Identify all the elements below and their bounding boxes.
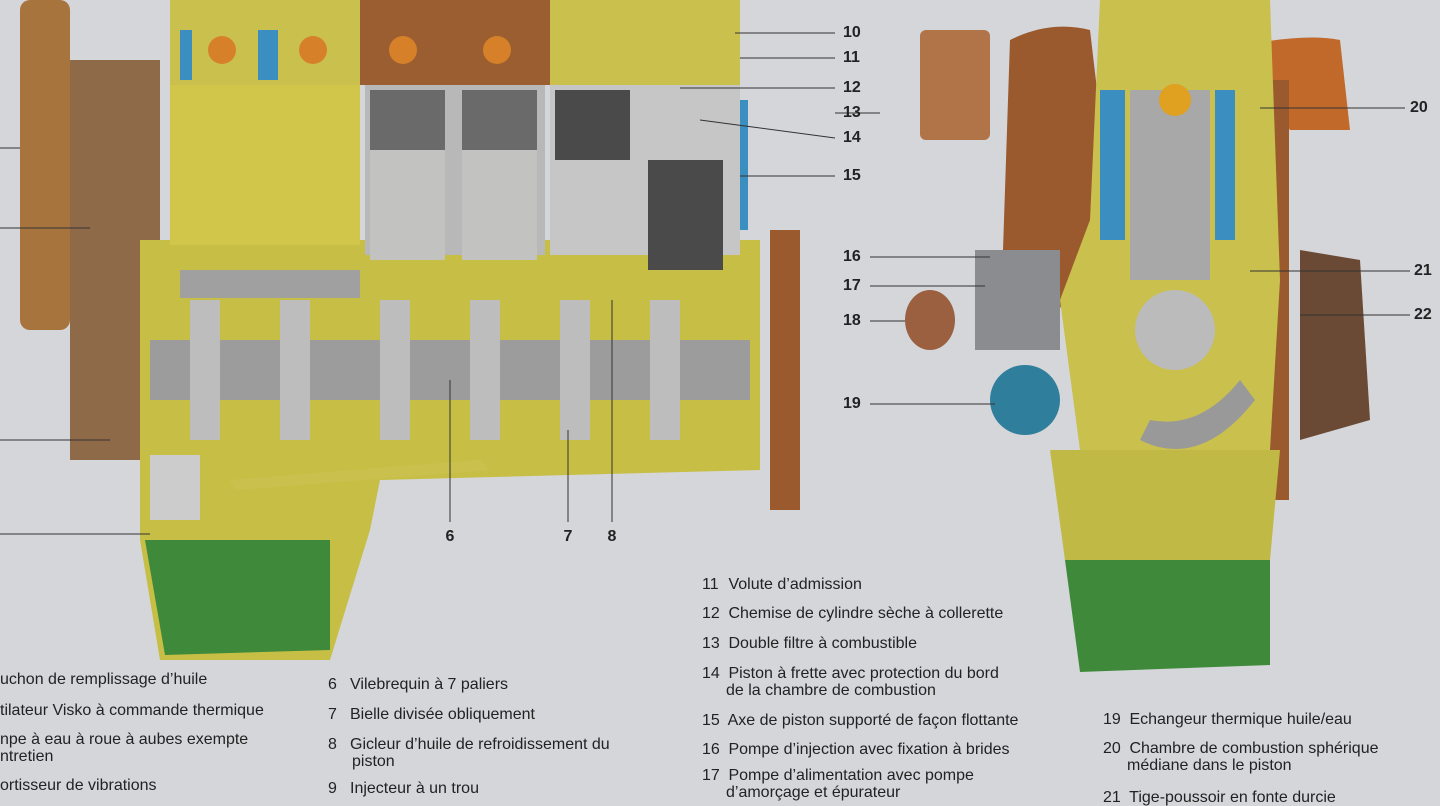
callout-21: 21 (1414, 262, 1432, 279)
legend-number: 19 (1103, 711, 1121, 728)
legend-text-cont: ntretien (0, 748, 54, 765)
legend-text: Bielle divisée obliquement (350, 706, 535, 723)
legend-item: 19 Echangeur thermique huile/eau (1103, 711, 1352, 728)
legend-item: 21 Tige-poussoir en fonte durcie (1103, 789, 1336, 806)
legend-text: Piston à frette avec protection du bord (728, 665, 999, 682)
callout-6: 6 (445, 528, 455, 545)
legend-text: ortisseur de vibrations (0, 777, 157, 794)
legend-item: 14 Piston à frette avec protection du bo… (702, 665, 999, 699)
transverse-section (905, 0, 1370, 672)
callout-22: 22 (1414, 306, 1432, 323)
callout-10: 10 (843, 24, 861, 41)
legend-text-cont: d’amorçage et épurateur (726, 784, 901, 801)
legend-text: Chemise de cylindre sèche à collerette (728, 605, 1004, 622)
legend-text: Tige-poussoir en fonte durcie (1129, 789, 1336, 806)
legend-number: 16 (702, 741, 720, 758)
legend-item: 16 Pompe d’injection avec fixation à bri… (702, 741, 1010, 758)
legend-number: 12 (702, 605, 720, 622)
callout-18: 18 (843, 312, 861, 329)
legend-number: 6 (328, 676, 337, 693)
legend-text: Echangeur thermique huile/eau (1129, 711, 1352, 728)
legend-number: 21 (1103, 789, 1121, 806)
legend-item: 13 Double filtre à combustible (702, 635, 917, 652)
legend-number: 13 (702, 635, 720, 652)
legend-number: 9 (328, 780, 337, 797)
callout-14: 14 (843, 129, 861, 146)
legend-number: 8 (328, 736, 337, 753)
legend-item: tilateur Visko à commande thermique (0, 702, 264, 719)
longitudinal-section (20, 0, 800, 660)
legend-text: Pompe d’injection avec fixation à brides (728, 741, 1010, 758)
legend-text-cont: médiane dans le piston (1127, 757, 1292, 774)
callout-16: 16 (843, 248, 861, 265)
callout-17: 17 (843, 277, 861, 294)
legend-text: tilateur Visko à commande thermique (0, 702, 264, 719)
callout-8: 8 (607, 528, 617, 545)
callout-19: 19 (843, 395, 861, 412)
callout-13: 13 (843, 104, 861, 121)
legend-number: 11 (702, 576, 719, 593)
legend-text: Pompe d’alimentation avec pompe (728, 767, 974, 784)
legend-item: 6 Vilebrequin à 7 paliers (328, 676, 508, 693)
legend-text: Double filtre à combustible (728, 635, 917, 652)
legend-number: 17 (702, 767, 720, 784)
legend-item: 11 Volute d’admission (702, 576, 862, 593)
legend-text: Chambre de combustion sphérique (1129, 740, 1379, 757)
legend-item: uchon de remplissage d’huile (0, 671, 207, 688)
legend-text-cont: piston (352, 753, 395, 770)
legend-text: Injecteur à un trou (350, 780, 479, 797)
callout-7: 7 (563, 528, 573, 545)
legend-number: 15 (702, 712, 720, 729)
legend-text: npe à eau à roue à aubes exempte (0, 731, 249, 748)
legend-number: 7 (328, 706, 337, 723)
callout-15: 15 (843, 167, 861, 184)
callout-20: 20 (1410, 99, 1428, 116)
legend-item: 7 Bielle divisée obliquement (328, 706, 535, 723)
legend-text: uchon de remplissage d’huile (0, 671, 208, 688)
legend-item: 9 Injecteur à un trou (328, 780, 479, 797)
legend-text: Gicleur d’huile de refroidissement du (350, 736, 610, 753)
callout-12: 12 (843, 79, 861, 96)
legend-item: 12 Chemise de cylindre sèche à collerett… (702, 605, 1003, 622)
legend-text: Vilebrequin à 7 paliers (350, 676, 509, 693)
legend-text: Volute d’admission (728, 576, 862, 593)
legend-item: ortisseur de vibrations (0, 777, 157, 794)
legend-text: Axe de piston supporté de façon flottant… (727, 712, 1019, 729)
legend-number: 14 (702, 665, 720, 682)
legend-text-cont: de la chambre de combustion (726, 682, 936, 699)
leader-lines (0, 32, 1410, 535)
legend-number: 20 (1103, 740, 1121, 757)
legend-item: 15 Axe de piston supporté de façon flott… (702, 712, 1018, 729)
callout-11: 11 (843, 49, 860, 66)
